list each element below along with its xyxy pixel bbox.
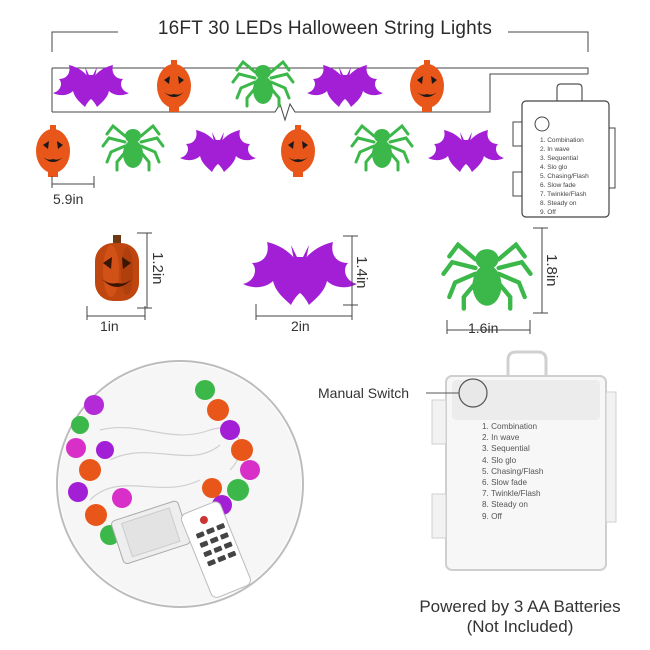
spider-light	[101, 124, 165, 172]
bat-height-label: 1.4in	[353, 256, 370, 289]
spider-light	[231, 60, 295, 108]
mode-list-large: 1. Combination 2. In wave 3. Sequential …	[482, 422, 544, 521]
product-photo	[56, 360, 304, 608]
remote-control	[180, 501, 251, 598]
bat-width-label: 2in	[291, 318, 310, 334]
spider-detail	[444, 245, 531, 309]
product-title: 16FT 30 LEDs Halloween String Lights	[157, 18, 493, 39]
battery-note-line2: (Not Included)	[466, 617, 574, 636]
spider-height-label: 1.8in	[543, 254, 560, 287]
pumpkin-width-label: 1in	[100, 318, 119, 334]
pumpkin-light	[36, 125, 70, 177]
bat-light	[53, 65, 129, 107]
battery-box-large	[431, 350, 617, 571]
mode-list-small: 1. Combination 2. In wave 3. Sequential …	[540, 137, 589, 216]
battery-note: Powered by 3 AA Batteries (Not Included)	[380, 597, 650, 637]
spider-light	[350, 124, 414, 172]
bat-light	[180, 130, 256, 172]
bat-detail	[243, 242, 357, 305]
pumpkin-detail	[95, 235, 139, 301]
battery-note-line1: Powered by 3 AA Batteries	[419, 597, 621, 616]
spacing-dimension: 5.9in	[53, 191, 84, 207]
pumpkin-light	[281, 125, 315, 177]
spider-width-label: 1.6in	[468, 320, 499, 336]
bat-light	[307, 65, 383, 107]
pumpkin-height-label: 1.2in	[149, 252, 166, 285]
bat-light	[428, 130, 504, 172]
battery-box-small	[512, 83, 616, 218]
manual-switch-label: Manual Switch	[318, 385, 410, 401]
bottom-row-lights	[36, 124, 504, 177]
